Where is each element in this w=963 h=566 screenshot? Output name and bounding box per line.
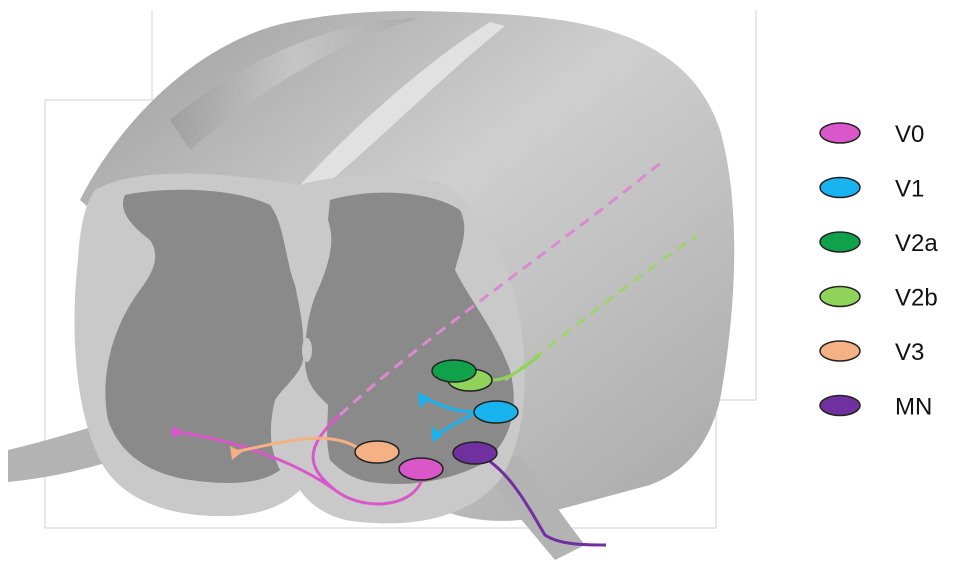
legend-label: V1: [895, 176, 924, 203]
legend-item-v2a: V2a: [820, 230, 938, 257]
legend-item-v0: V0: [820, 121, 924, 148]
legend-label: V2b: [895, 285, 938, 312]
legend: V0V1V2aV2bV3MN: [820, 121, 938, 421]
legend-item-v3: V3: [820, 339, 924, 366]
neuron-ellipse-icon: [820, 232, 860, 252]
neuron-ellipse-icon: [820, 396, 860, 416]
legend-item-v1: V1: [820, 176, 924, 203]
legend-label: MN: [895, 394, 932, 421]
mn-neuron: [453, 442, 497, 464]
neuron-ellipse-icon: [820, 341, 860, 361]
v1-neuron: [474, 401, 518, 423]
neuron-ellipse-icon: [820, 123, 860, 143]
v2a-neuron: [432, 360, 476, 382]
central-canal: [302, 338, 312, 362]
legend-label: V3: [895, 339, 924, 366]
legend-item-v2b: V2b: [820, 285, 938, 312]
legend-label: V0: [895, 121, 924, 148]
neuron-ellipse-icon: [820, 287, 860, 307]
v3-neuron: [355, 441, 399, 463]
neuron-ellipse-icon: [820, 178, 860, 198]
v0-neuron: [399, 458, 443, 480]
legend-label: V2a: [895, 230, 938, 257]
legend-item-mn: MN: [820, 394, 932, 421]
